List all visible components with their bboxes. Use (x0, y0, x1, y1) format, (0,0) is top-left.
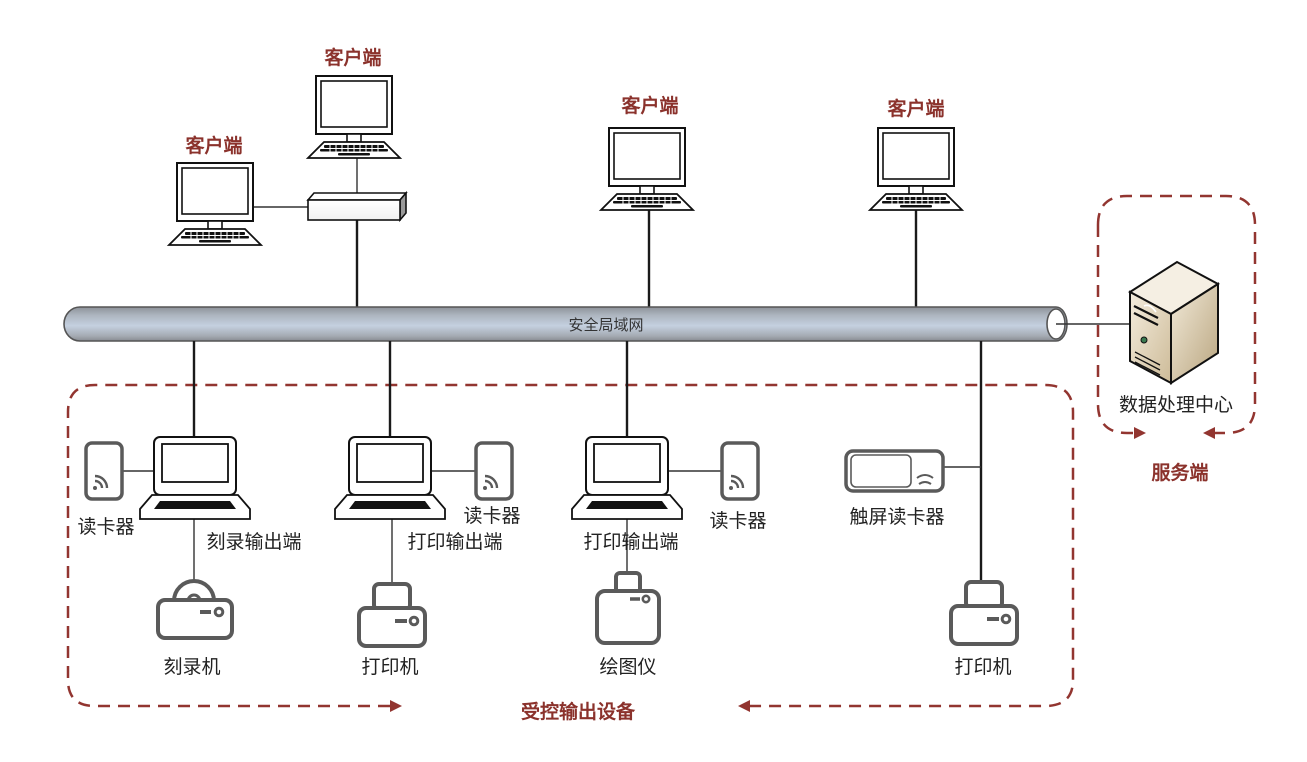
controlled-group-border (66, 383, 1075, 708)
network-printer-label: 打印机 (954, 656, 1011, 678)
controlled-output-group: 受控输出设备 (66, 383, 1075, 723)
terminal-print[interactable]: 读卡器 打印输出端 打印机 (334, 341, 521, 678)
server-icon (1128, 260, 1220, 385)
output-device-label: 打印机 (361, 656, 418, 678)
server-label: 数据处理中心 (1119, 394, 1233, 416)
card-reader-label: 读卡器 (709, 510, 766, 532)
desktop-computer-icon (168, 162, 262, 246)
client-label: 客户端 (185, 134, 242, 157)
card-reader-icon (84, 441, 124, 501)
server-group-border (1096, 194, 1257, 435)
data-processing-center[interactable]: 数据处理中心 (1119, 260, 1233, 416)
desktop-computer-icon (600, 127, 694, 211)
arrow-right-icon (1134, 427, 1146, 439)
secure-lan-bus: 安全局域网 (63, 306, 1068, 342)
touchscreen-reader-icon (844, 449, 945, 493)
terminal-label: 打印输出端 (583, 531, 678, 553)
terminal-plotter[interactable]: 读卡器 打印输出端 绘图仪 (571, 341, 767, 678)
arrow-right-icon (390, 700, 402, 712)
arrow-left-icon (1203, 427, 1215, 439)
client-1[interactable]: 客户端 (168, 134, 262, 246)
terminal-burn[interactable]: 读卡器 刻录输出端 刻录机 (77, 341, 302, 678)
arrow-left-icon (738, 700, 750, 712)
touchscreen-reader-label: 触屏读卡器 (849, 506, 944, 528)
lan-label: 安全局域网 (568, 316, 643, 334)
client-label: 客户端 (887, 97, 944, 120)
controlled-group-label: 受控输出设备 (521, 700, 636, 723)
card-reader-icon (720, 441, 760, 501)
network-printer-branch[interactable]: 触屏读卡器 打印机 (844, 341, 1019, 678)
terminal-label: 打印输出端 (407, 531, 502, 553)
disc-burner-icon (156, 579, 234, 640)
client-label: 客户端 (621, 94, 678, 117)
output-device-label: 绘图仪 (599, 656, 656, 678)
client-links (254, 150, 918, 308)
card-reader-icon (474, 441, 514, 501)
printer-icon (949, 580, 1019, 646)
client-label: 客户端 (324, 46, 381, 69)
laptop-icon (571, 436, 683, 520)
printer-icon (357, 582, 427, 648)
client-2[interactable]: 客户端 (307, 46, 401, 159)
network-switch (306, 190, 408, 223)
server-group-label: 服务端 (1151, 461, 1208, 484)
client-4[interactable]: 客户端 (869, 97, 963, 211)
desktop-computer-icon (307, 75, 401, 159)
laptop-icon (334, 436, 446, 520)
card-reader-label: 读卡器 (463, 505, 520, 527)
server-group: 服务端 (1096, 194, 1257, 484)
output-device-label: 刻录机 (163, 656, 220, 678)
plotter-icon (595, 571, 661, 645)
client-3[interactable]: 客户端 (600, 94, 694, 211)
laptop-icon (139, 436, 251, 520)
terminal-label: 刻录输出端 (206, 531, 301, 553)
desktop-computer-icon (869, 127, 963, 211)
card-reader-label: 读卡器 (77, 516, 134, 538)
